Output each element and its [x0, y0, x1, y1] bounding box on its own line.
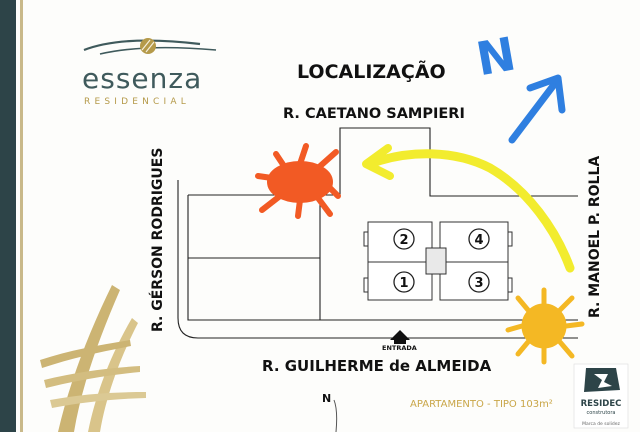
block-inner-edge [187, 195, 578, 321]
developer-name: RESIDEC [581, 399, 622, 409]
north-arrow-icon [508, 74, 566, 144]
street-west-label: R. GÉRSON RODRIGUES [149, 148, 166, 332]
unit-number: 4 [474, 233, 483, 248]
sun-path-annotation [367, 149, 575, 273]
street-south-label: R. GUILHERME de ALMEIDA [262, 357, 492, 375]
essenza-logo: essenza RESIDENCIAL [82, 38, 217, 107]
residec-logo: RESIDEC construtora Marca de solidez [573, 363, 629, 429]
street-north-label: R. CAETANO SAMPIERI [283, 106, 465, 122]
brand-name: essenza [82, 62, 202, 95]
sunset-sun-icon [255, 143, 341, 219]
handwritten-north-label: N [472, 26, 519, 86]
compass-north-label: N [322, 392, 331, 405]
balcony [363, 231, 369, 247]
unit-circle-1 [393, 271, 415, 293]
left-teal-bar [0, 0, 16, 432]
developer-subtitle: construtora [587, 410, 616, 416]
sunrise-sun-icon [505, 287, 585, 365]
balcony [363, 277, 369, 293]
unit-circle-3 [468, 271, 490, 293]
street-east-label: R. MANOEL P. ROLLA [587, 156, 603, 318]
compass-line [333, 399, 338, 432]
unit-circle-4 [468, 228, 490, 250]
building-plan [363, 221, 513, 301]
entrance-label: ENTRADA [382, 344, 417, 352]
logo-gold-emblem [140, 38, 156, 54]
developer-motto: Marca de solidez [582, 421, 620, 427]
left-gold-stripe [20, 0, 23, 432]
building-core [425, 247, 447, 275]
entrance-arrow-icon [390, 330, 410, 344]
sun-path-arrowhead-icon [362, 144, 394, 180]
balcony [507, 231, 513, 247]
block-outer-corner [177, 180, 578, 339]
balcony [507, 277, 513, 293]
apartment-type-label: APARTAMENTO - TIPO 103m² [410, 399, 553, 410]
unit-circle-2 [393, 228, 415, 250]
map-title: LOCALIZAÇÃO [297, 59, 446, 83]
decorative-leaf-graphic [40, 285, 146, 432]
unit-number: 1 [399, 276, 408, 291]
brand-tagline: RESIDENCIAL [84, 97, 190, 107]
unit-number: 3 [474, 276, 483, 291]
unit-number: 2 [399, 233, 408, 248]
apartment-number-markers [393, 228, 490, 293]
